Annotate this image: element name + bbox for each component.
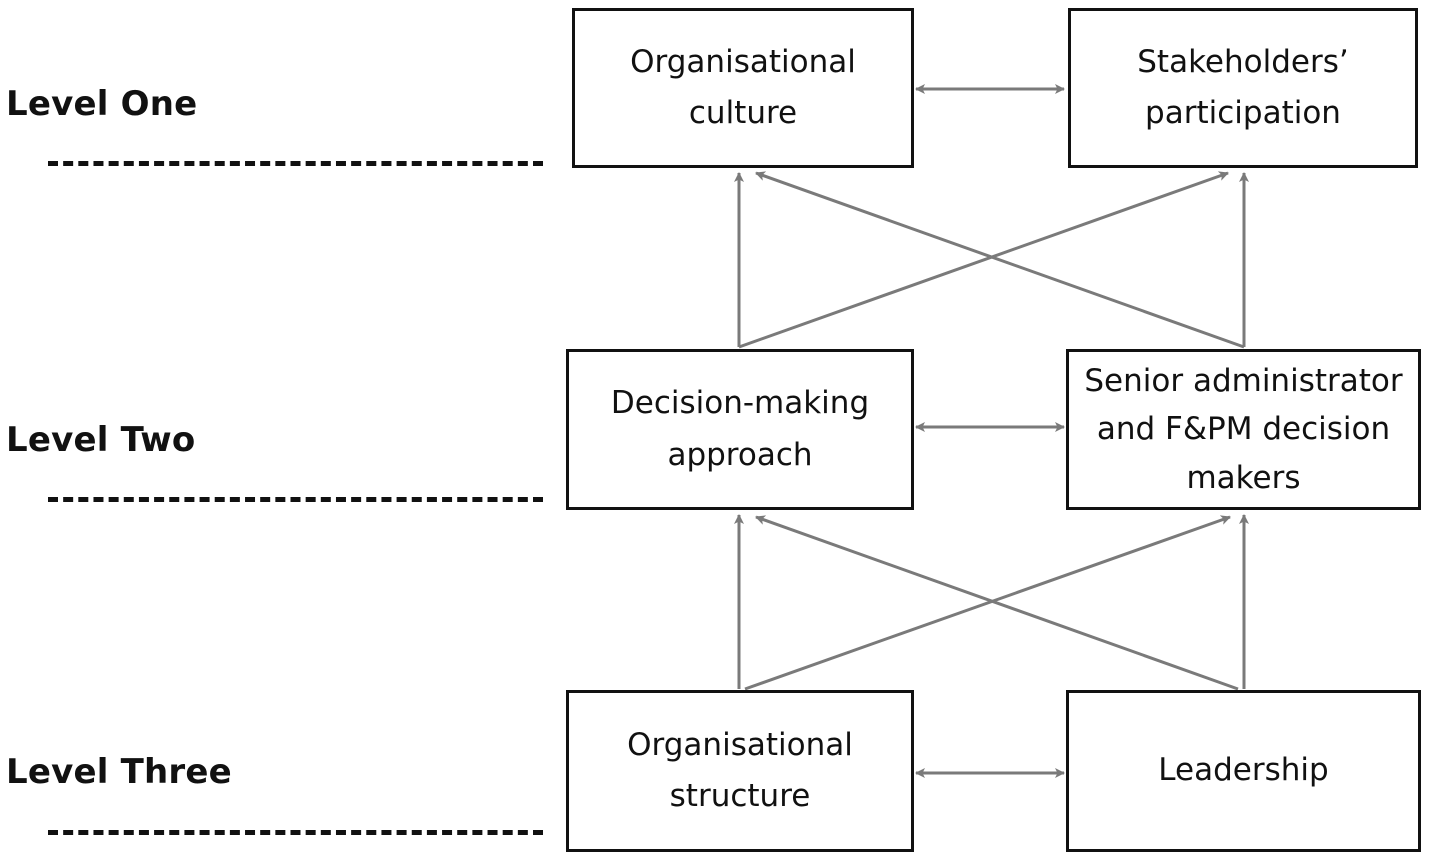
node-organisational-culture-label: Organisational culture — [630, 43, 856, 131]
node-organisational-structure-label: Organisational structure — [627, 726, 853, 814]
node-organisational-culture: Organisational culture — [572, 8, 914, 168]
node-leadership: Leadership — [1066, 690, 1421, 852]
edge-decision-to-stakeholders — [738, 171, 1229, 349]
edge-senior-to-culture — [755, 171, 1245, 349]
level-two-separator — [48, 497, 543, 502]
edge-structure-to-senior — [744, 515, 1231, 691]
node-leadership-label: Leadership — [1158, 752, 1329, 789]
level-three-label: Level Three — [6, 752, 232, 792]
level-one-label: Level One — [6, 84, 198, 124]
node-organisational-structure: Organisational structure — [566, 690, 914, 852]
node-stakeholders-participation-label: Stakeholders’ participation — [1137, 43, 1349, 131]
node-decision-making-approach-label: Decision-making approach — [610, 385, 870, 473]
node-decision-making-approach: Decision-making approach — [566, 349, 914, 510]
edge-leadership-to-decision — [755, 515, 1239, 691]
level-one-separator — [48, 161, 543, 166]
level-three-separator — [48, 830, 543, 835]
node-senior-administrator: Senior administrator and F&PM decision m… — [1066, 349, 1421, 510]
node-senior-administrator-label: Senior administrator and F&PM decision m… — [1084, 363, 1403, 496]
node-stakeholders-participation: Stakeholders’ participation — [1068, 8, 1418, 168]
level-two-label: Level Two — [6, 420, 196, 460]
